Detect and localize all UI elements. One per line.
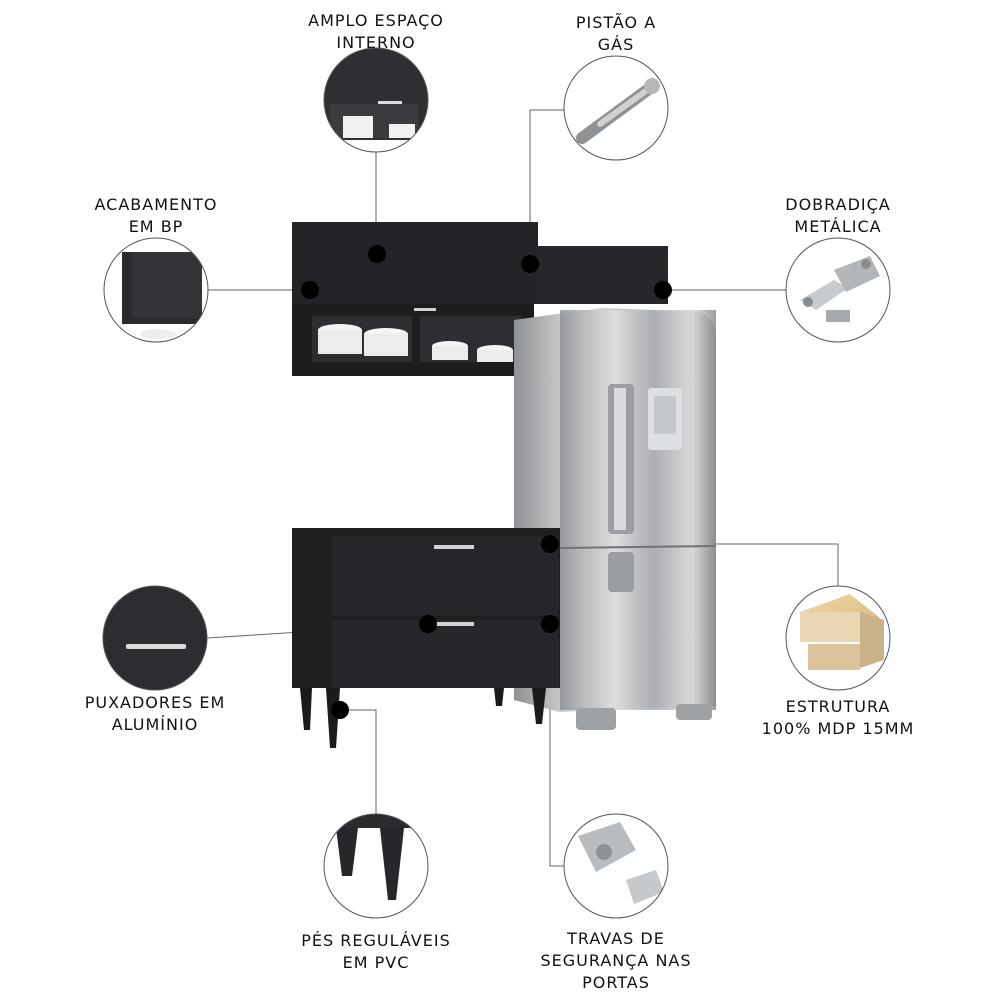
refrigerator — [514, 308, 717, 730]
label-pistao: PISTÃO A GÁS — [575, 13, 657, 54]
callout-dots — [301, 245, 672, 719]
label-acabamento: ACABAMENTO EM BP — [94, 195, 218, 236]
label-amplo: AMPLO ESPAÇO INTERNO — [308, 11, 444, 52]
detail-acabamento-circle — [103, 237, 209, 343]
label-estrutura: ESTRUTURA 100% MDP 15MM — [761, 697, 915, 738]
upper-cabinet — [292, 222, 668, 376]
label-dobradica: DOBRADIÇA METÁLICA — [785, 195, 891, 236]
base-cabinet — [292, 528, 560, 748]
detail-dobradica-circle — [785, 237, 891, 343]
label-travas: TRAVAS DE SEGURANÇA NAS PORTAS — [540, 929, 692, 992]
label-pes: PÉS REGULÁVEIS EM PVC — [301, 931, 451, 972]
detail-pistao-circle — [563, 55, 669, 161]
detail-puxadores-circle — [102, 585, 208, 691]
label-puxadores: PUXADORES EM ALUMÍNIO — [84, 693, 226, 734]
detail-amplo-circle — [323, 47, 429, 153]
detail-travas-circle — [563, 813, 669, 919]
detail-pes-circle — [323, 813, 429, 919]
detail-estrutura-circle — [785, 585, 891, 691]
